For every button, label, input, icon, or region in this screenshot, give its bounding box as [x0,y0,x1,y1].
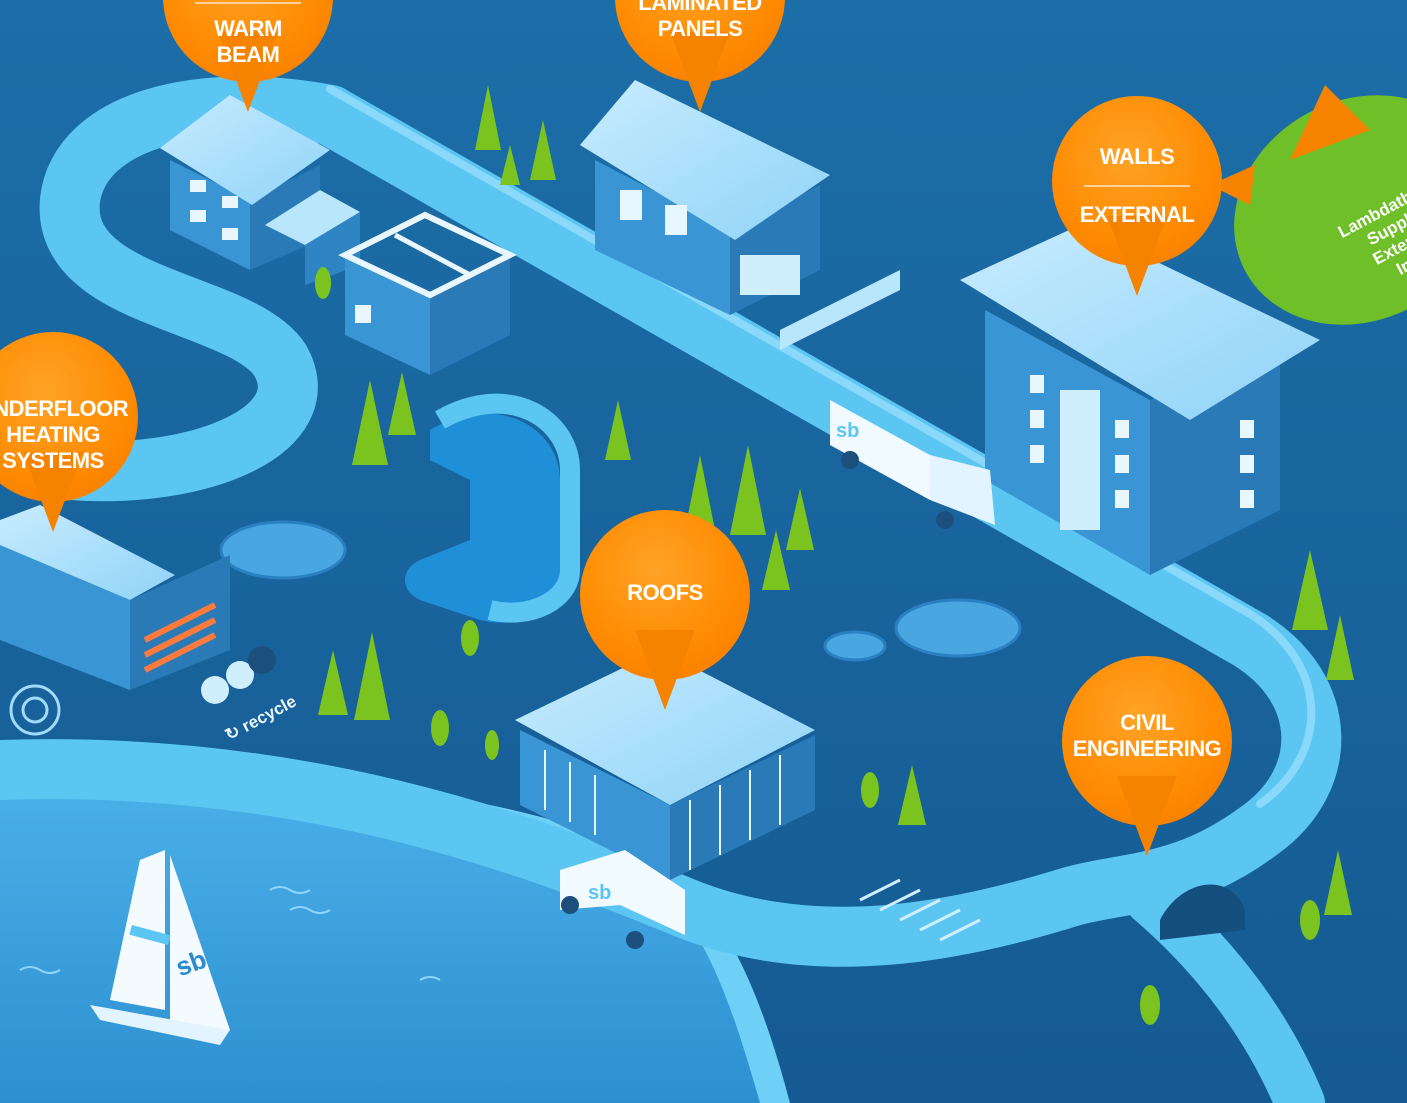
pin-label: EXTERNAL [1079,202,1195,227]
water-ripples [19,886,441,981]
house-frame [338,211,517,375]
map-pin-tail [218,32,278,112]
tree-icon [685,455,715,530]
tree-icon [315,267,331,299]
map-pin-tail [1117,776,1177,856]
house-warm-beam [160,95,360,285]
pin-walls-external[interactable]: WALLS EXTERNAL [1052,96,1222,296]
pond [894,598,1022,658]
pin-label: WALLS [1099,144,1175,169]
tree-icon [730,445,766,535]
pin-label: PANELS [657,16,743,41]
tree-icon [898,765,926,825]
blimp-icon [1210,85,1407,325]
pin-label: ROOFS [627,580,703,605]
map-pin-tail [635,630,695,710]
building-roofs [515,650,981,942]
tree-icon [354,632,390,720]
trees [315,85,1354,1025]
tree-icon [1292,550,1328,630]
tree-icon [530,120,556,180]
tree-icon [1324,850,1352,915]
tree-icon [461,620,479,656]
pin-label: SYSTEMS [2,448,104,473]
tree-icon [762,530,790,590]
pin-divider [1084,185,1190,187]
tree-icon [485,730,499,760]
tree-icon [352,380,388,465]
tree-icon [475,85,501,150]
pin-label: LAMINATED [638,0,762,15]
map-pin-tail [1107,216,1167,296]
tree-icon [861,772,879,808]
truck-icon [560,850,685,949]
pin-roofs[interactable]: ROOFS [580,510,750,710]
pin-label: UNDERFLOOR [0,396,129,421]
tree-icon [605,400,631,460]
pin-laminated-panels[interactable]: LAMINATED PANELS [615,0,785,112]
tree-icon [786,488,814,550]
pond [219,520,347,580]
pin-divider [195,2,301,4]
pin-civil-engineering[interactable]: CIVIL ENGINEERING [1062,656,1232,856]
pond [823,630,887,662]
tree-icon [1326,615,1354,680]
tree-icon [1140,985,1160,1025]
tree-icon [431,710,449,746]
sailboat-icon [90,850,230,1045]
tree-icon [318,650,348,715]
building-walls-external [960,225,1320,575]
sb-logo-icon [405,393,580,623]
truck-logo-text: sb [588,882,612,904]
house-laminated-panels [580,80,900,350]
pin-label: WARM [214,16,282,41]
pin-label: CIVIL [1120,710,1174,735]
pin-warm-beam[interactable]: WARM BEAM [163,0,333,112]
tree-icon [388,372,416,435]
truck-icon [830,400,995,529]
pin-label: BEAM [216,42,280,67]
building-underfloor-heating [0,505,276,736]
pin-label: ENGINEERING [1072,736,1222,761]
map-pin-tail [670,32,730,112]
map-pin-tail [23,452,83,532]
bridge [1160,884,1245,940]
tree-icon [500,145,520,185]
truck-logo-text: sb [836,420,860,442]
pin-label: HEATING [6,422,100,447]
tree-icon [1300,900,1320,940]
pin-underfloor-heating[interactable]: UNDERFLOOR HEATING SYSTEMS [0,332,138,532]
